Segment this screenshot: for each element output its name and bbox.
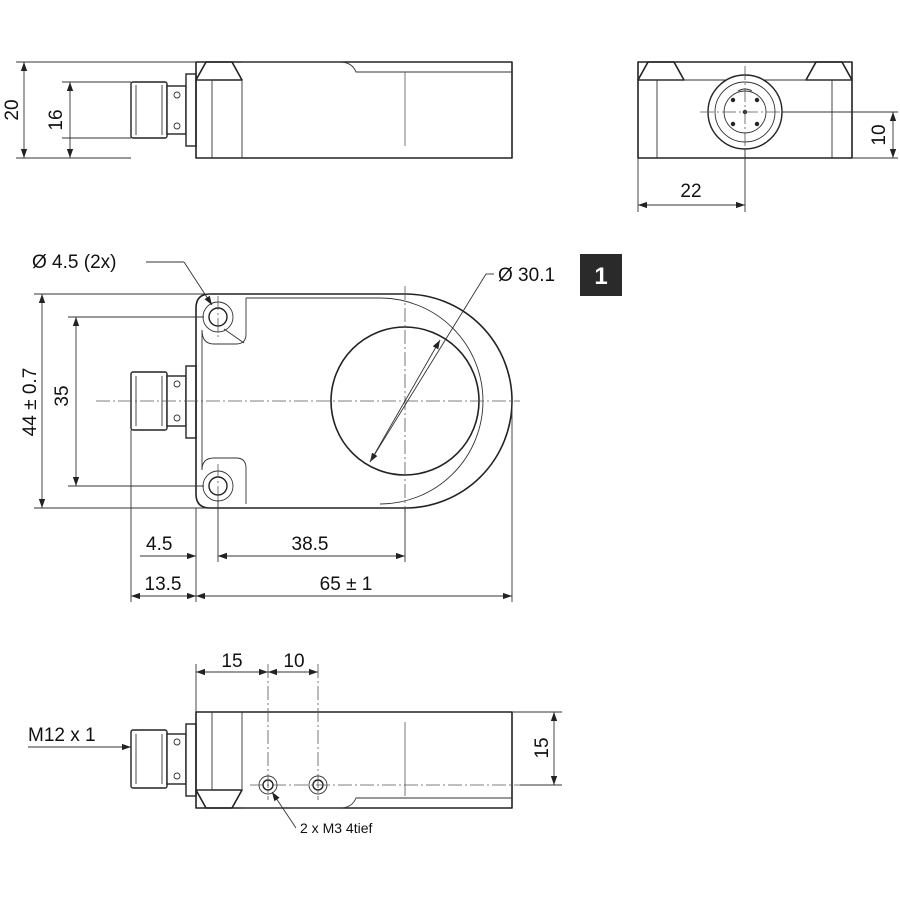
side-view: 15 10 M12 x 1 15 2 x M3 4tief xyxy=(28,651,562,836)
top-view: 20 16 xyxy=(2,61,513,159)
dim-width-38-5: 38.5 xyxy=(292,534,329,555)
dim-side-15-right: 15 xyxy=(532,737,553,758)
ring-callout-badge: 1 xyxy=(580,254,622,296)
dim-front-22: 22 xyxy=(680,181,701,202)
thread-label: M12 x 1 xyxy=(28,725,96,746)
housing-side xyxy=(195,711,513,809)
dim-width-13-5: 13.5 xyxy=(145,574,182,595)
housing-plan xyxy=(195,293,513,509)
housing-top xyxy=(195,61,513,159)
dim-height-44: 44 ± 0.7 xyxy=(20,368,41,437)
plan-view: Ø 4.5 (2x) Ø 30.1 1 44 ± 0.7 35 4.5 xyxy=(20,252,622,602)
dim-side-10: 10 xyxy=(283,651,304,672)
dim-front-10: 10 xyxy=(869,124,890,145)
connector-top xyxy=(130,73,197,147)
dim-hole-diameter: Ø 4.5 (2x) xyxy=(32,252,116,273)
dim-ring-diameter: Ø 30.1 xyxy=(498,265,555,286)
dim-height-16: 16 xyxy=(46,109,67,130)
connector-side xyxy=(130,723,197,797)
dim-side-15-left: 15 xyxy=(221,651,242,672)
svg-text:1: 1 xyxy=(594,263,607,290)
dim-height-35: 35 xyxy=(52,385,73,406)
dim-width-65: 65 ± 1 xyxy=(320,574,373,595)
connector-plan xyxy=(130,365,197,439)
front-view: 10 22 xyxy=(637,61,898,212)
screw-note: 2 x M3 4tief xyxy=(300,820,372,836)
dim-offset-4-5: 4.5 xyxy=(146,534,172,555)
dim-height-20: 20 xyxy=(2,99,23,120)
